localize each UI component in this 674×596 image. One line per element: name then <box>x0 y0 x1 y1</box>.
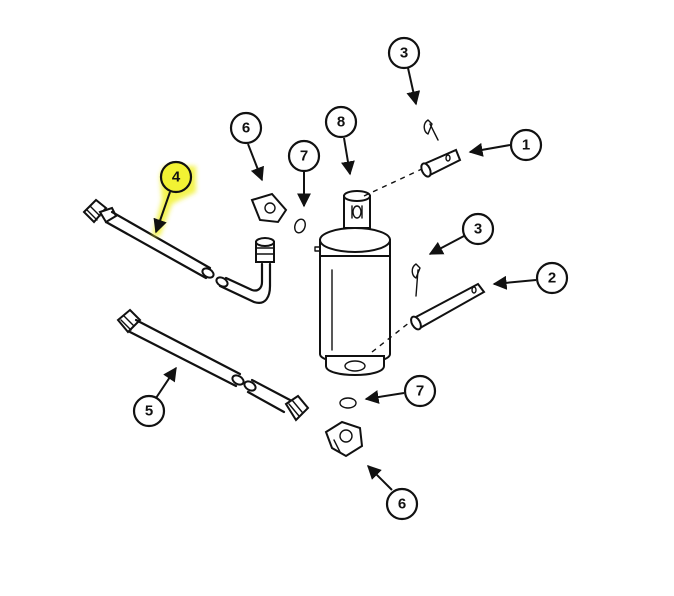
callout-label-3-upper: 3 <box>400 45 408 62</box>
callout-label-8: 8 <box>337 114 345 131</box>
o-ring-upper-part <box>294 218 306 234</box>
cotter-pin-lower-part <box>411 263 421 297</box>
callout-7-lower[interactable]: 7 <box>364 374 437 408</box>
callout-6-upper[interactable]: 6 <box>229 111 264 182</box>
callout-label-5: 5 <box>145 403 153 420</box>
o-ring-lower-part <box>339 397 357 409</box>
callout-label-2: 2 <box>548 270 556 287</box>
callout-7-upper[interactable]: 7 <box>287 139 321 208</box>
hose-lower-part <box>116 308 310 422</box>
callout-label-3-lower: 3 <box>474 221 482 238</box>
callout-3-upper[interactable]: 3 <box>387 36 421 106</box>
hose-upper-part <box>82 198 215 280</box>
callout-label-7-upper: 7 <box>300 148 308 165</box>
callout-1[interactable]: 1 <box>468 128 543 162</box>
cotter-pin-upper-part <box>423 119 439 141</box>
callout-label-6-upper: 6 <box>242 120 250 137</box>
pin-lower-part <box>410 282 486 331</box>
callout-label-4: 4 <box>172 169 181 186</box>
callout-label-7-lower: 7 <box>416 383 424 400</box>
alignment-line-upper <box>363 167 425 197</box>
callout-4[interactable]: 4 <box>153 160 193 234</box>
callout-8[interactable]: 8 <box>324 105 358 176</box>
callout-label-6-lower: 6 <box>398 496 406 513</box>
cylinder-part <box>314 190 391 376</box>
elbow-upper-part <box>215 192 288 304</box>
pin-upper-part <box>420 148 462 178</box>
callout-5[interactable]: 5 <box>132 366 177 428</box>
callout-2[interactable]: 2 <box>492 261 569 295</box>
elbow-lower-part <box>324 420 364 458</box>
callout-3-lower[interactable]: 3 <box>428 212 495 255</box>
callout-label-1: 1 <box>522 137 530 154</box>
callout-6-lower[interactable]: 6 <box>367 465 419 521</box>
alignment-line-lower <box>371 321 411 353</box>
